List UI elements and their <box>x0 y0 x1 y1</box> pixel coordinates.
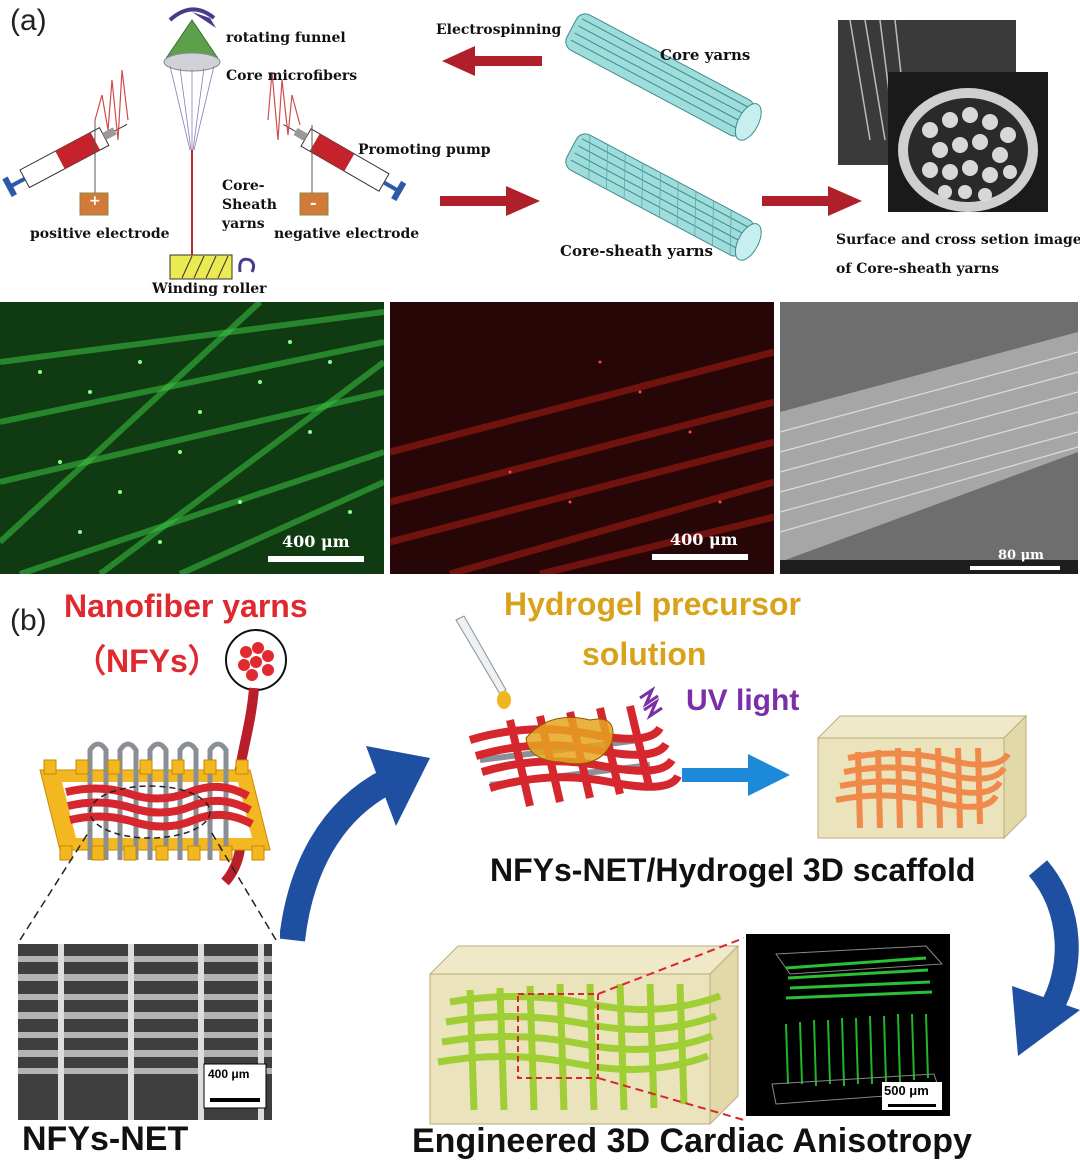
right-whipping-jet <box>267 71 301 141</box>
core-yarn-bundle <box>565 13 762 141</box>
label-surface-2: of Core-sheath yarns <box>836 261 1000 277</box>
green-fluorescence-micrograph <box>0 302 384 574</box>
label-winding-roller: Winding roller <box>152 281 267 297</box>
nfy-title-line2: （NFYs） <box>74 643 220 679</box>
green-scale-label: 400 μm <box>282 532 350 551</box>
label-core-sheath-1: Core- <box>222 178 265 194</box>
label-promoting-pump: Promoting pump <box>358 142 491 158</box>
left-whipping-jet <box>94 69 129 141</box>
uv-light-label: UV light <box>686 684 800 717</box>
label-plus: + <box>89 193 101 209</box>
hydrogel-title-line2: solution <box>582 636 707 672</box>
negative-electrode-box <box>299 192 329 216</box>
blue-curved-arrow-right <box>1012 860 1080 1056</box>
confocal-scale-label: 500 μm <box>884 1083 929 1098</box>
panel-a-letter: (a) <box>10 4 47 37</box>
blue-curved-arrow-left <box>280 746 430 942</box>
red-scale-label: 400 μm <box>670 530 738 549</box>
right-arrow-middle <box>440 186 540 216</box>
nfy-net-frame-illustration <box>19 629 287 940</box>
net-sem-scale-label: 400 μm <box>208 1067 250 1081</box>
hydrogel-scaffold-box <box>816 714 1028 840</box>
right-syringe <box>283 124 407 202</box>
sem-cross-section-image <box>888 72 1048 212</box>
scaffold-label: NFYs-NET/Hydrogel 3D scaffold <box>490 852 976 888</box>
core-sheath-yarn-bundle <box>565 133 762 261</box>
electrospinning-schematic <box>2 7 1048 280</box>
hydrogel-title-line1: Hydrogel precursor <box>504 586 801 622</box>
right-arrow-to-images <box>762 186 862 216</box>
label-electrospinning: Electrospinning <box>436 22 562 38</box>
nfy-title-line1: Nanofiber yarns <box>64 588 308 624</box>
label-core-yarns: Core yarns <box>660 46 751 64</box>
red-fluorescence-micrograph <box>390 302 774 574</box>
zoom-dashed-lines <box>598 937 745 1121</box>
nfy-net-label: NFYs-NET <box>22 1120 189 1158</box>
blue-straight-arrow <box>682 754 790 796</box>
engineered-label: Engineered 3D Cardiac Anisotropy <box>412 1122 972 1160</box>
confocal-3d-image <box>746 934 950 1116</box>
panel-b-letter: (b) <box>10 604 47 637</box>
rotating-funnel <box>163 7 221 72</box>
hydrogel-dispensing-illustration <box>455 615 682 807</box>
electrospinning-arrow <box>442 46 542 76</box>
left-syringe <box>2 123 128 197</box>
core-microfiber-lines <box>169 65 215 151</box>
engineered-scaffold-box <box>428 944 740 1126</box>
label-core-sheath-yarns: Core-sheath yarns <box>560 242 713 260</box>
label-negative-electrode: negative electrode <box>274 226 420 242</box>
label-minus: - <box>310 193 317 212</box>
nfy-net-sem-image <box>18 944 272 1120</box>
positive-electrode-box <box>79 192 109 216</box>
label-core-microfibers: Core microfibers <box>226 68 358 84</box>
sem-scale-label: 80 μm <box>998 548 1044 563</box>
label-core-sheath-3: yarns <box>222 216 265 232</box>
label-surface-1: Surface and cross setion images <box>836 232 1080 248</box>
label-positive-electrode: positive electrode <box>30 226 170 242</box>
label-core-sheath-2: Sheath <box>222 197 277 213</box>
winding-roller <box>169 254 256 280</box>
sem-yarn-micrograph <box>780 302 1078 574</box>
label-rotating-funnel: rotating funnel <box>226 30 346 46</box>
